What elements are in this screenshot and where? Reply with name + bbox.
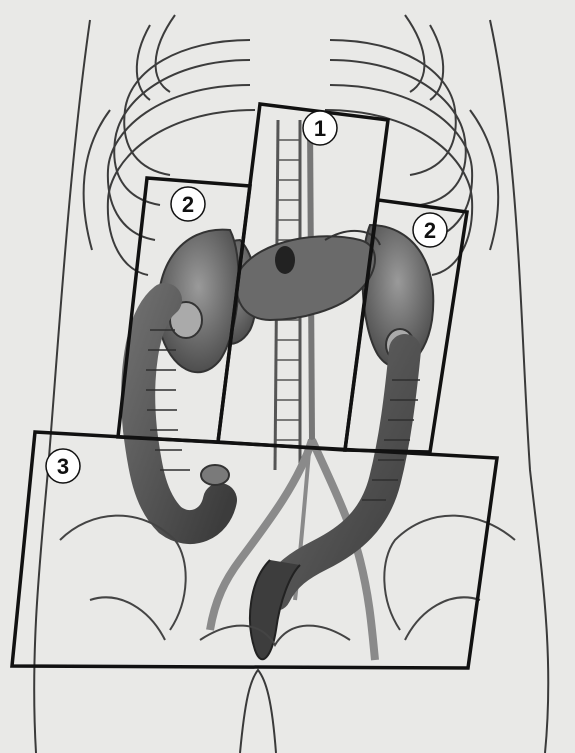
zone-1-label: 1 — [303, 111, 337, 145]
svg-text:2: 2 — [424, 218, 436, 243]
zone-2-right-label: 2 — [413, 213, 447, 247]
zone-outlines — [12, 104, 497, 668]
svg-text:3: 3 — [57, 454, 69, 479]
svg-text:1: 1 — [314, 116, 326, 141]
zone-3-label: 3 — [46, 449, 80, 483]
svg-text:2: 2 — [182, 192, 194, 217]
zone-2-left-label: 2 — [171, 187, 205, 221]
